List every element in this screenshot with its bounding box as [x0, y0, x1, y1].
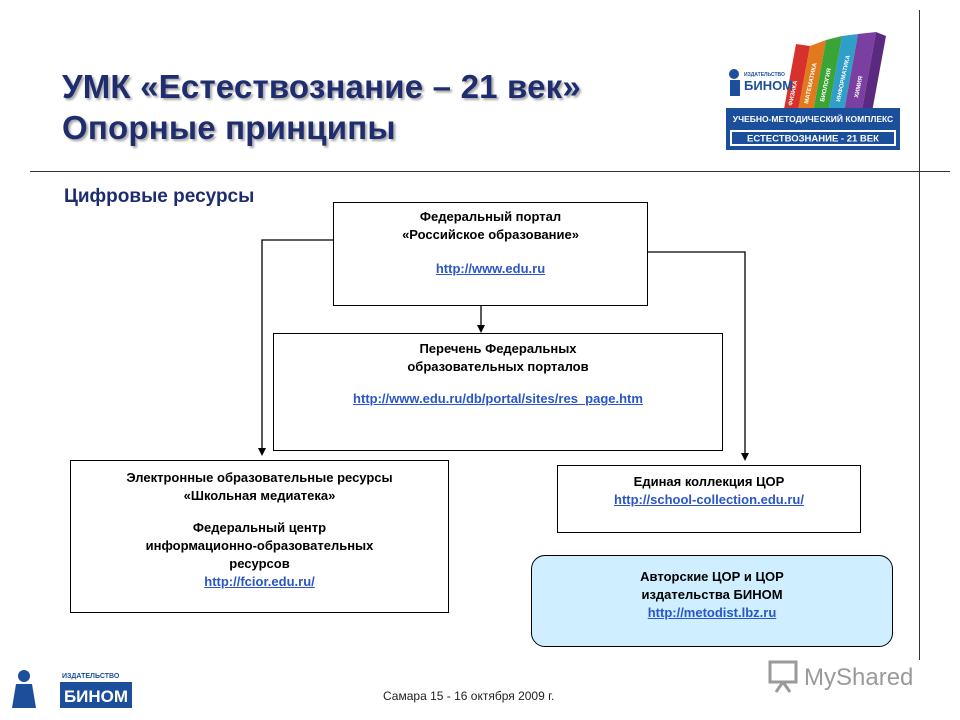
- watermark-text: MyShared: [804, 664, 913, 691]
- portal-list-link[interactable]: http://www.edu.ru/db/portal/sites/res_pa…: [353, 391, 643, 406]
- title-line-2: Опорные принципы: [62, 109, 396, 146]
- footer-binom-logo: ИЗДАТЕЛЬСТВО БИНОМ: [12, 670, 132, 708]
- federal-portal-link[interactable]: http://www.edu.ru: [435, 261, 546, 276]
- footer-publisher-prefix: ИЗДАТЕЛЬСТВО: [62, 673, 120, 680]
- binom-figure-icon: [12, 670, 36, 708]
- school-media-link[interactable]: http://fcior.edu.ru/: [204, 574, 315, 589]
- slide-title: УМК «Естествознание – 21 век» Опорные пр…: [62, 66, 581, 148]
- unified-collection-box: Единая коллекция ЦОР http://school-colle…: [557, 465, 861, 533]
- author-cor-line1: Авторские ЦОР и ЦОР: [640, 569, 784, 584]
- school-media-line1: Электронные образовательные ресурсы: [126, 470, 393, 485]
- footer-publisher: БИНОМ: [64, 687, 128, 706]
- portal-list-line1: Перечень Федеральных: [419, 341, 577, 356]
- unified-collection-line1: Единая коллекция ЦОР: [633, 474, 785, 489]
- books-icon: ФИЗИКА МАТЕМАТИКА БИОЛОГИЯ ИНФОРМАТИКА Х…: [782, 32, 886, 122]
- portal-list-box: Перечень Федеральных образовательных пор…: [273, 333, 723, 451]
- logo-publisher: БИНОМ: [744, 78, 793, 93]
- binom-logo-icon: ИЗДАТЕЛЬСТВО БИНОМ: [729, 69, 793, 96]
- school-media-line3: Федеральный центр: [192, 520, 327, 535]
- federal-portal-line2: «Российское образование»: [402, 227, 579, 242]
- unified-collection-link[interactable]: http://school-collection.edu.ru/: [614, 492, 804, 507]
- federal-portal-box: Федеральный портал «Российское образован…: [333, 202, 648, 306]
- right-divider: [919, 10, 920, 660]
- school-media-line4: информационно-образовательных: [145, 538, 374, 553]
- section-subtitle: Цифровые ресурсы: [64, 186, 255, 207]
- federal-portal-line1: Федеральный портал: [419, 209, 562, 224]
- title-line-1: УМК «Естествознание – 21 век»: [62, 68, 581, 105]
- presentation-icon: [768, 660, 798, 693]
- book-label-chemistry: ХИМИЯ: [854, 76, 864, 99]
- umk-logo: ФИЗИКА МАТЕМАТИКА БИОЛОГИЯ ИНФОРМАТИКА Х…: [726, 32, 900, 150]
- author-cor-link[interactable]: http://metodist.lbz.ru: [647, 605, 777, 620]
- author-cor-box: Авторские ЦОР и ЦОР издательства БИНОМ h…: [531, 555, 893, 647]
- school-media-line2: «Школьная медиатека»: [183, 488, 336, 503]
- author-cor-line2: издательства БИНОМ: [641, 587, 783, 602]
- school-media-line5: ресурсов: [229, 556, 290, 571]
- portal-list-line2: образовательных порталов: [407, 359, 589, 374]
- logo-complex-label: УЧЕБНО-МЕТОДИЧЕСКИЙ КОМПЛЕКС: [733, 113, 893, 124]
- header-divider: [30, 171, 950, 172]
- school-media-box: Электронные образовательные ресурсы «Шко…: [70, 460, 449, 613]
- footer-date: Самара 15 - 16 октября 2009 г.: [383, 689, 555, 703]
- logo-publisher-prefix: ИЗДАТЕЛЬСТВО: [744, 72, 785, 78]
- myshared-watermark: MyShared: [768, 660, 913, 693]
- logo-complex-name: ЕСТЕСТВОЗНАНИЕ - 21 ВЕК: [747, 134, 879, 145]
- book-label-physics: ФИЗИКА: [788, 80, 799, 107]
